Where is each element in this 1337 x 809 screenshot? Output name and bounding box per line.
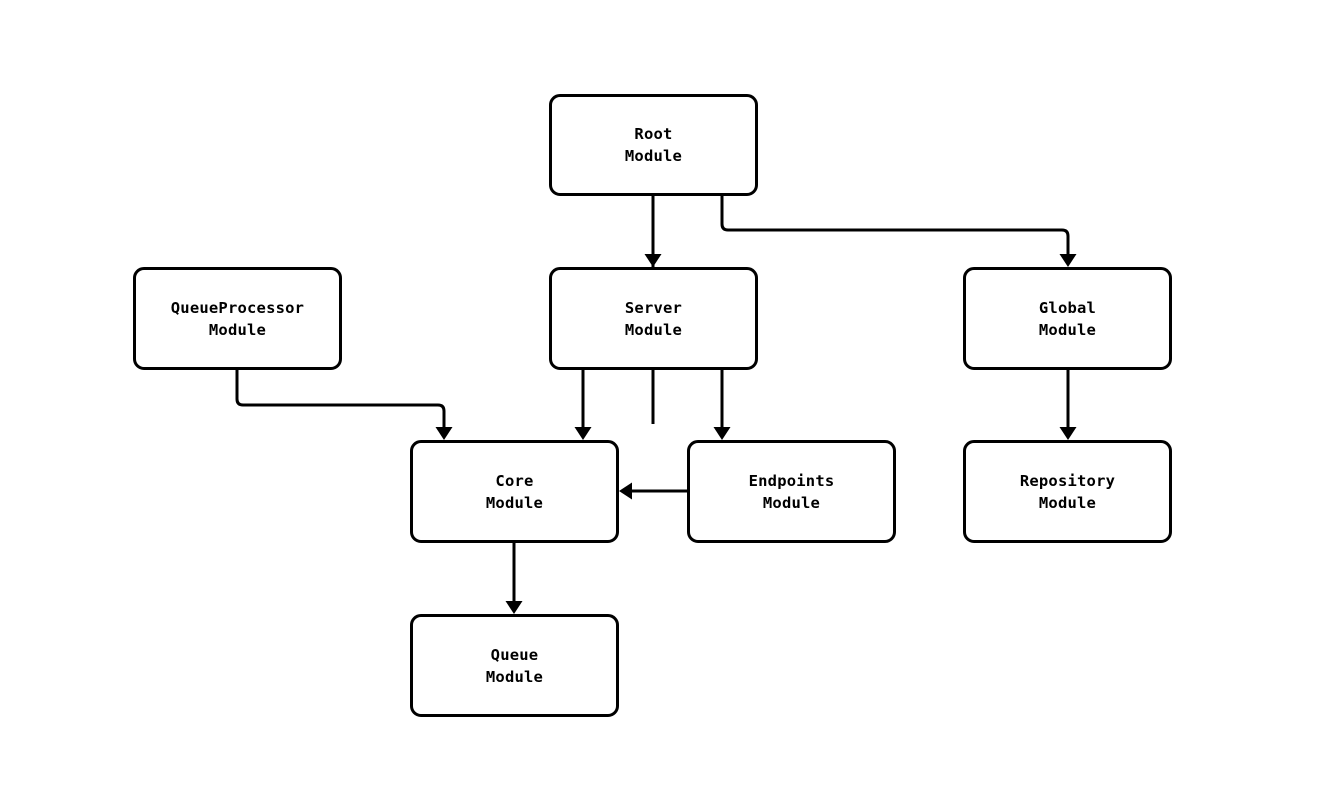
node-label-suffix: Module bbox=[1038, 493, 1097, 512]
node-label-name: Endpoints bbox=[748, 471, 835, 490]
edge-root-to-global bbox=[720, 196, 1070, 255]
edge-queueprocessor-to-core bbox=[235, 370, 446, 428]
arrowhead-server-to-endpoints bbox=[713, 427, 731, 440]
node-label-name: Global bbox=[1038, 298, 1097, 317]
node-label-name: Root bbox=[634, 125, 673, 143]
arrowhead-core-to-queue bbox=[505, 601, 523, 614]
node-label-name: Server bbox=[624, 298, 683, 317]
node-label-suffix: Module bbox=[624, 320, 683, 339]
arrowhead-root-to-global bbox=[1059, 254, 1077, 267]
node-label-suffix: Module bbox=[485, 493, 544, 512]
node-label-name: Core bbox=[495, 471, 534, 490]
node-label-suffix: Module bbox=[208, 320, 267, 339]
node-label-suffix: Module bbox=[762, 493, 821, 512]
node-label-name: Repository bbox=[1019, 471, 1116, 490]
arrowhead-server-to-core bbox=[574, 427, 592, 440]
arrowhead-queueprocessor-to-core bbox=[435, 427, 453, 440]
node-label-suffix: Module bbox=[624, 147, 683, 165]
node-label-suffix: Module bbox=[1038, 320, 1097, 339]
arrowhead-global-to-repository bbox=[1059, 427, 1077, 440]
node-label-suffix: Module bbox=[485, 667, 544, 686]
node-label-name: Queue bbox=[490, 645, 539, 664]
node-label-name: QueueProcessor bbox=[170, 298, 305, 317]
arrowhead-root-to-server bbox=[644, 254, 662, 267]
arrowhead-endpoints-to-core bbox=[619, 482, 632, 500]
